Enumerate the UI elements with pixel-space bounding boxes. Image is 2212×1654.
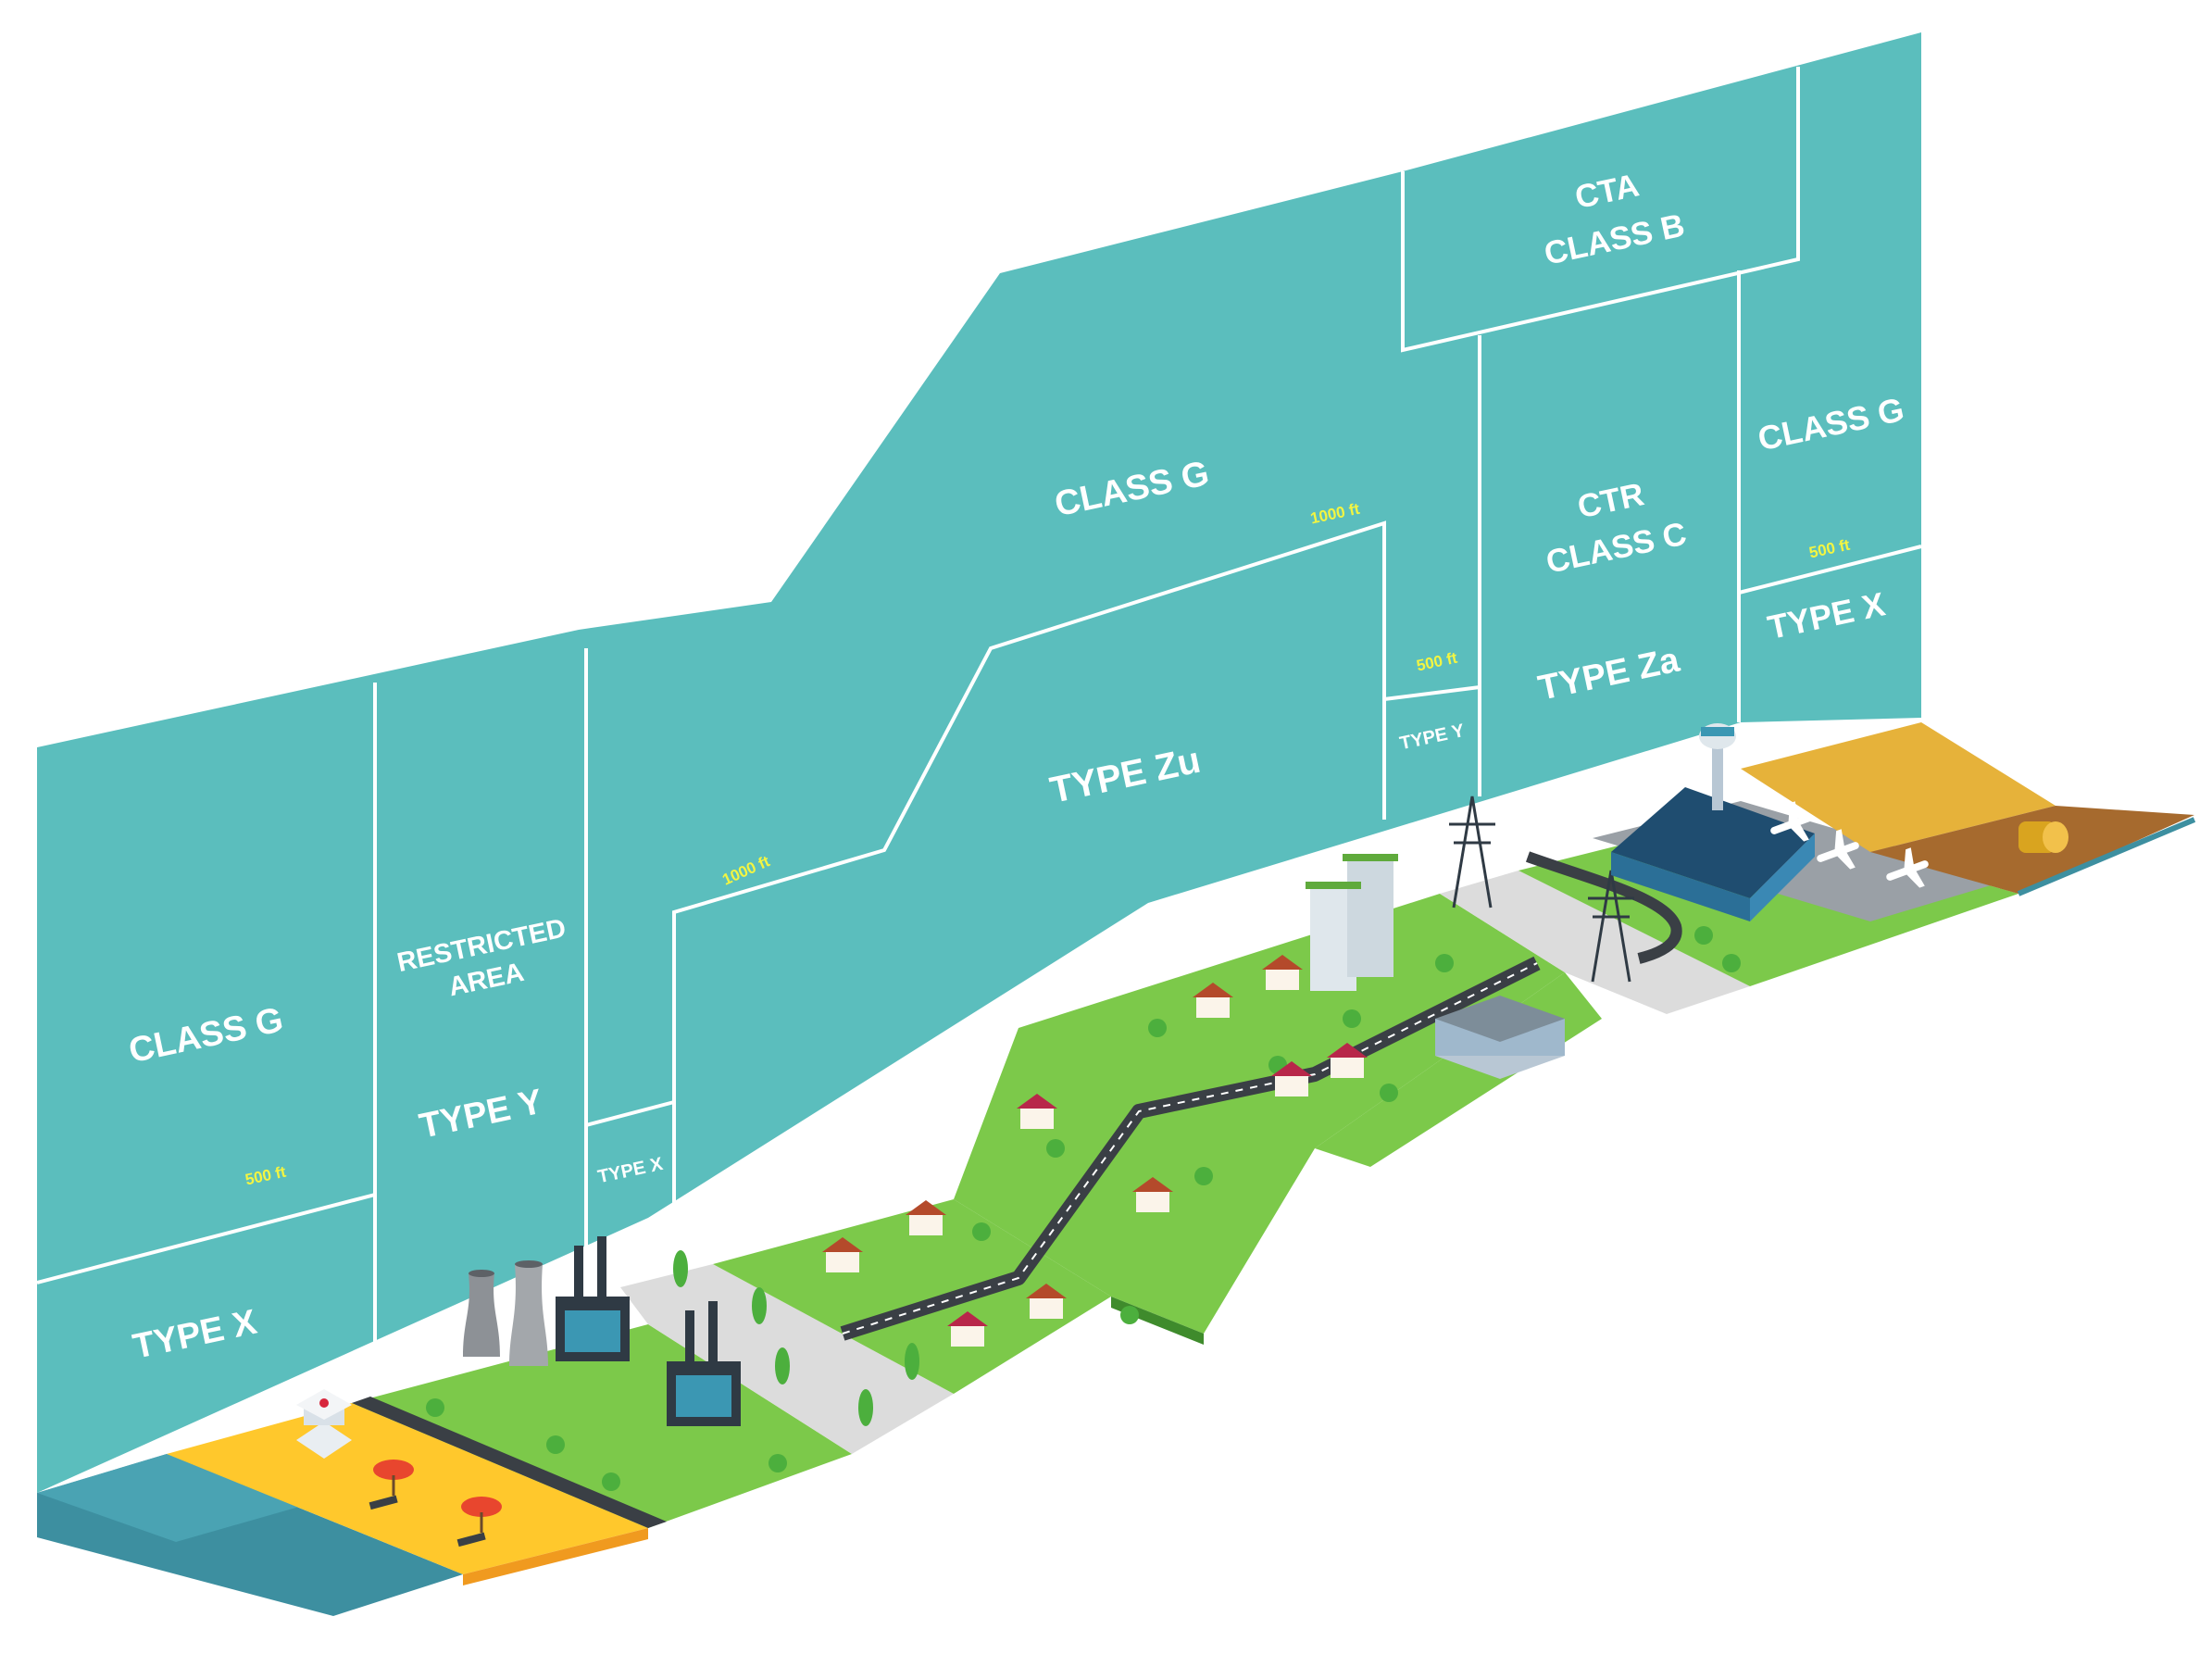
factory-icon (667, 1301, 741, 1426)
airspace-wall: CLASS G 500 ft TYPE X RESTRICTED AREA TY… (36, 32, 1922, 1493)
airport-road (1525, 851, 1682, 964)
wall-background (37, 32, 1921, 1493)
lower-grass (713, 1199, 1111, 1394)
concrete-strip-2 (1440, 871, 1750, 1014)
beach-edge (463, 1528, 648, 1585)
airplane-icon (1770, 801, 1929, 888)
residential-road-marking (842, 962, 1538, 1334)
control-tower-icon (1699, 723, 1736, 810)
parasol-icon (369, 1460, 414, 1510)
beach-hut-icon (296, 1389, 352, 1459)
factory-icon (556, 1236, 630, 1361)
crop-field (1741, 722, 2056, 852)
tree-icon (426, 926, 1741, 1491)
office-building-icon (1435, 996, 1565, 1079)
residential-grass (954, 894, 1565, 1334)
scene-icons (296, 723, 2068, 1547)
wall-divider-lines (36, 67, 1922, 1398)
beach (167, 1403, 648, 1574)
hay-bale-icon (2018, 821, 2068, 853)
power-plant-icon (463, 1260, 548, 1366)
sea-top (37, 1454, 306, 1542)
airport-terminal-icon (1611, 787, 1815, 921)
coastal-road (352, 1397, 667, 1528)
parasol-icon (456, 1497, 502, 1547)
field-edge (2017, 817, 2196, 896)
office-building-icon (1306, 854, 1398, 991)
house-icon (822, 955, 1368, 1347)
